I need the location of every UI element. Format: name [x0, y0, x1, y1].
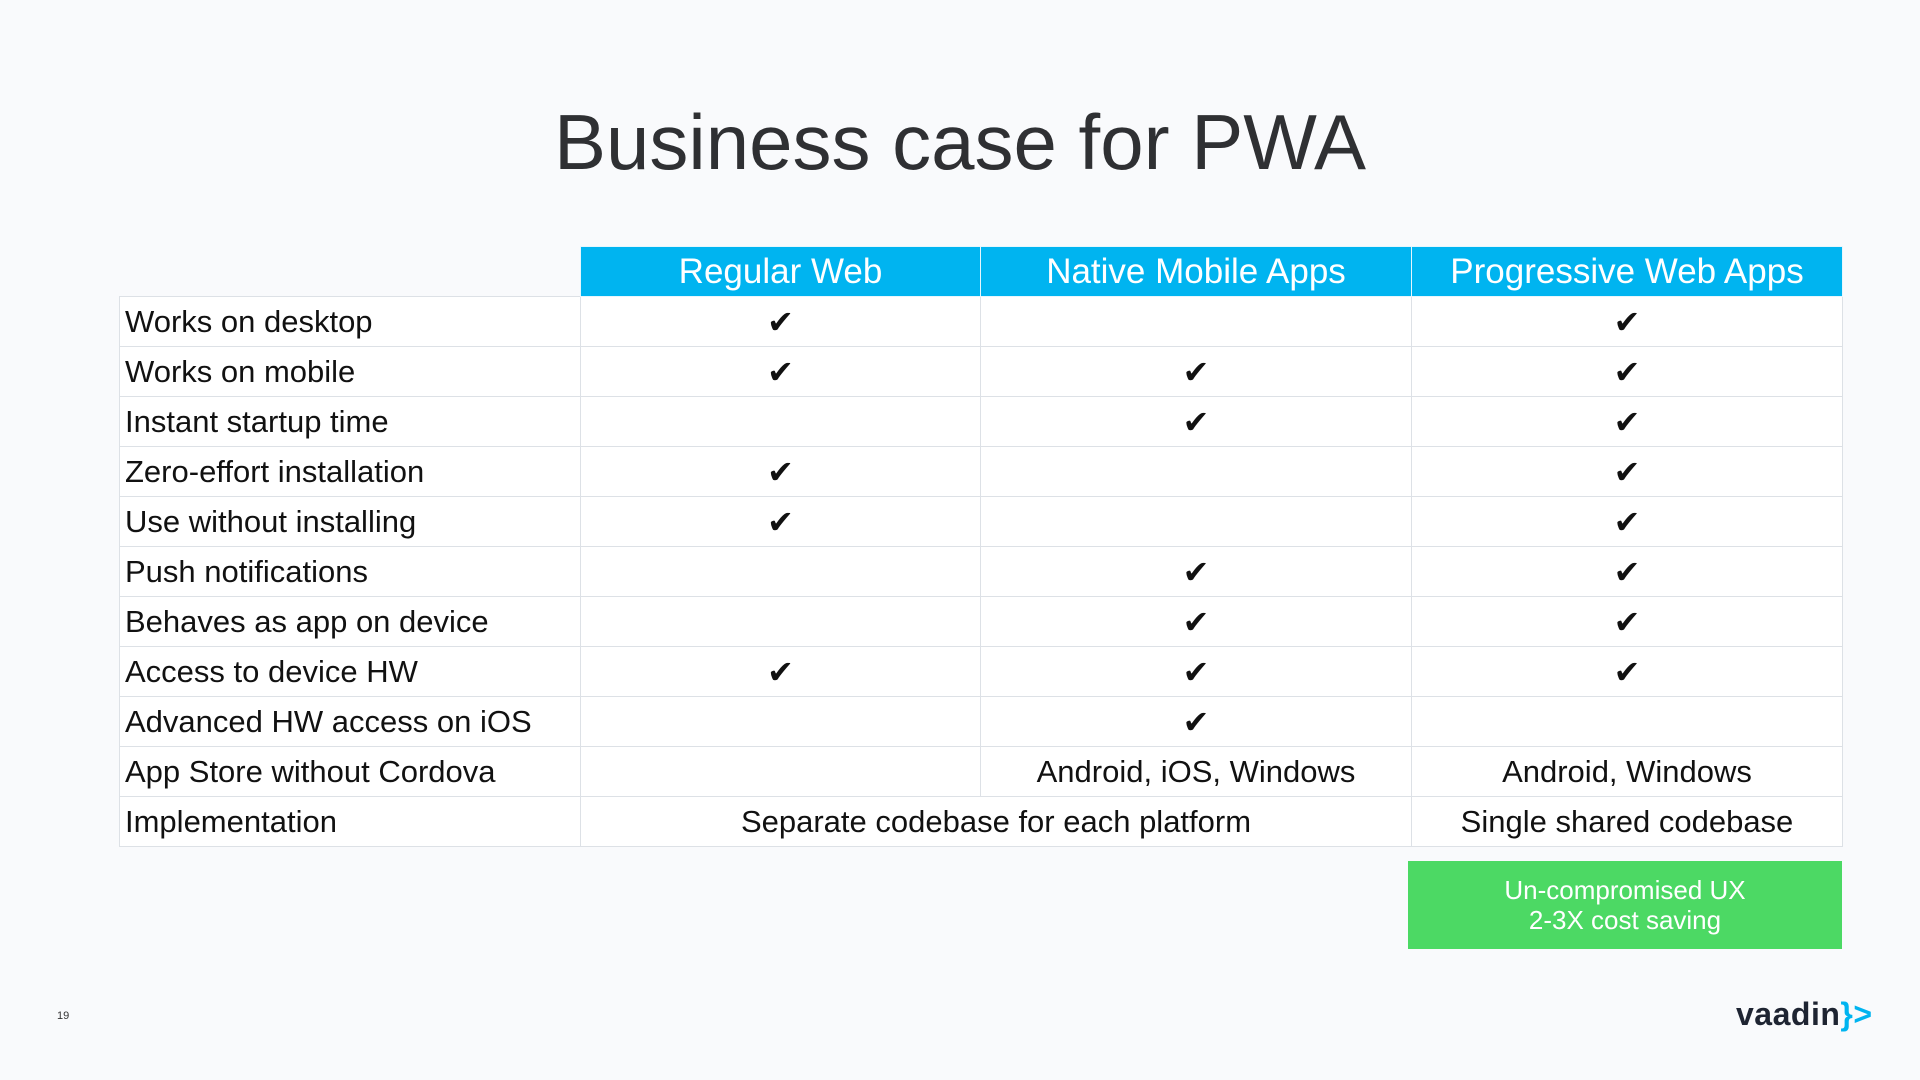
feature-label: Instant startup time — [119, 396, 581, 447]
pwa-cell: ✔ — [1411, 296, 1843, 347]
check-icon: ✔ — [1613, 502, 1641, 541]
regular-web-cell: ✔ — [580, 646, 981, 697]
feature-label: App Store without Cordova — [119, 746, 581, 797]
check-icon: ✔ — [1613, 452, 1641, 491]
check-icon: ✔ — [1613, 352, 1641, 391]
check-icon: ✔ — [767, 502, 794, 541]
native-apps-cell: ✔ — [980, 696, 1412, 747]
feature-label: Behaves as app on device — [119, 596, 581, 647]
regular-web-cell — [580, 546, 981, 597]
highlight-box: Un-compromised UX 2-3X cost saving — [1408, 861, 1842, 949]
check-icon: ✔ — [1182, 652, 1210, 691]
pwa-cell: Single shared codebase — [1411, 796, 1843, 847]
native-apps-cell — [980, 496, 1412, 547]
native-apps-cell — [980, 446, 1412, 497]
column-header-pwa: Progressive Web Apps — [1411, 246, 1843, 297]
highlight-line-ux: Un-compromised UX — [1504, 875, 1746, 905]
check-icon: ✔ — [1613, 302, 1641, 341]
table-row: Works on mobile ✔ ✔ ✔ — [119, 346, 1843, 397]
check-icon: ✔ — [1613, 602, 1641, 641]
native-apps-cell: ✔ — [980, 546, 1412, 597]
feature-label: Use without installing — [119, 496, 581, 547]
table-row: Works on desktop ✔ ✔ — [119, 296, 1843, 347]
check-icon: ✔ — [1182, 352, 1210, 391]
table-row: Behaves as app on device ✔ ✔ — [119, 596, 1843, 647]
pwa-cell: ✔ — [1411, 596, 1843, 647]
table-row-implementation: Implementation Separate codebase for eac… — [119, 796, 1843, 847]
feature-label: Zero-effort installation — [119, 446, 581, 497]
table-row: Push notifications ✔ ✔ — [119, 546, 1843, 597]
pwa-cell: ✔ — [1411, 546, 1843, 597]
native-apps-cell — [980, 296, 1412, 347]
pwa-cell: ✔ — [1411, 446, 1843, 497]
regular-web-cell — [580, 396, 981, 447]
check-icon: ✔ — [1182, 602, 1210, 641]
regular-web-cell: ✔ — [580, 496, 981, 547]
table-row: Use without installing ✔ ✔ — [119, 496, 1843, 547]
pwa-cell: Android, Windows — [1411, 746, 1843, 797]
regular-web-cell — [580, 696, 981, 747]
regular-web-cell: ✔ — [580, 296, 981, 347]
table-row: Instant startup time ✔ ✔ — [119, 396, 1843, 447]
check-icon: ✔ — [1613, 402, 1641, 441]
highlight-line-cost: 2-3X cost saving — [1528, 905, 1722, 935]
native-apps-cell: ✔ — [980, 396, 1412, 447]
table-row: Zero-effort installation ✔ ✔ — [119, 446, 1843, 497]
check-icon: ✔ — [767, 302, 794, 341]
feature-label: Implementation — [119, 796, 581, 847]
regular-web-cell: ✔ — [580, 346, 981, 397]
column-header-regular-web: Regular Web — [580, 246, 981, 297]
pwa-cell — [1411, 696, 1843, 747]
pwa-cell: ✔ — [1411, 346, 1843, 397]
vaadin-logo: vaadin}> — [1736, 996, 1873, 1033]
pwa-cell: ✔ — [1411, 646, 1843, 697]
header-blank-cell — [120, 247, 581, 297]
regular-and-native-cell: Separate codebase for each platform — [580, 796, 1412, 847]
regular-web-cell — [580, 596, 981, 647]
native-apps-cell: ✔ — [980, 646, 1412, 697]
column-header-native-apps: Native Mobile Apps — [980, 246, 1412, 297]
feature-label: Works on mobile — [119, 346, 581, 397]
native-apps-cell: Android, iOS, Windows — [980, 746, 1412, 797]
check-icon: ✔ — [767, 352, 794, 391]
logo-text: vaadin — [1736, 996, 1841, 1032]
feature-label: Push notifications — [119, 546, 581, 597]
check-icon: ✔ — [1613, 552, 1641, 591]
comparison-table: Regular Web Native Mobile Apps Progressi… — [119, 246, 1843, 847]
native-apps-cell: ✔ — [980, 596, 1412, 647]
check-icon: ✔ — [1182, 702, 1210, 741]
slide-title: Business case for PWA — [553, 98, 1367, 186]
check-icon: ✔ — [767, 452, 794, 491]
feature-label: Access to device HW — [119, 646, 581, 697]
table-row-app-store: App Store without Cordova Android, iOS, … — [119, 746, 1843, 797]
native-apps-cell: ✔ — [980, 346, 1412, 397]
table-row: Advanced HW access on iOS ✔ — [119, 696, 1843, 747]
pwa-cell: ✔ — [1411, 396, 1843, 447]
check-icon: ✔ — [767, 652, 794, 691]
feature-label: Works on desktop — [119, 296, 581, 347]
regular-web-cell — [580, 746, 981, 797]
regular-web-cell: ✔ — [580, 446, 981, 497]
pwa-cell: ✔ — [1411, 496, 1843, 547]
check-icon: ✔ — [1182, 402, 1210, 441]
check-icon: ✔ — [1613, 652, 1641, 691]
logo-mark: }> — [1840, 996, 1873, 1032]
table-row: Access to device HW ✔ ✔ ✔ — [119, 646, 1843, 697]
check-icon: ✔ — [1182, 552, 1210, 591]
page-number: 19 — [57, 1010, 70, 1022]
feature-label: Advanced HW access on iOS — [119, 696, 581, 747]
table-header-row: Regular Web Native Mobile Apps Progressi… — [120, 246, 1843, 297]
